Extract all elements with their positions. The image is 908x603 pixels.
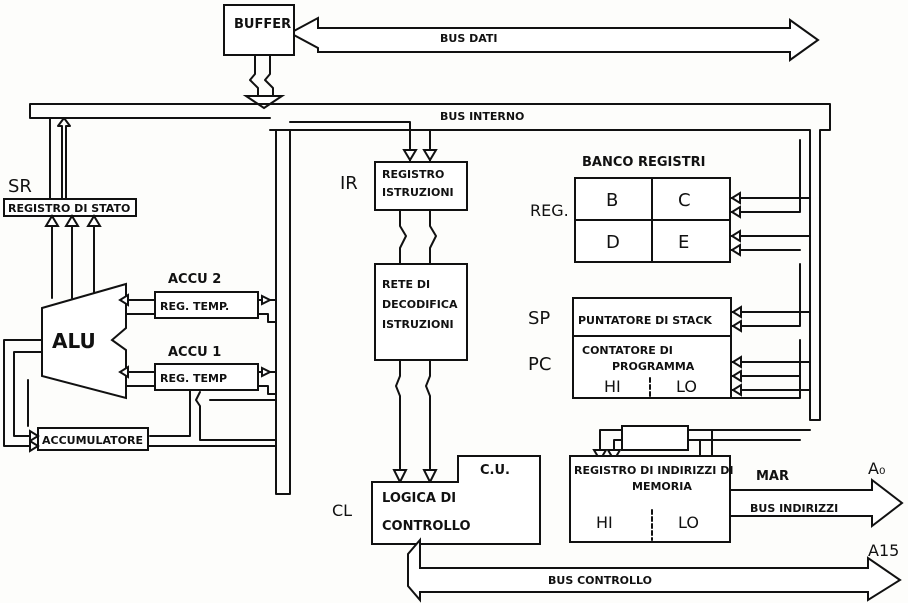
cu-label: C.U. [480,463,510,478]
registro-istruzioni-box [374,161,468,211]
reg-label: REG. [530,201,569,220]
reg-d: D [606,232,620,253]
accumulatore-links [3,339,277,447]
puntatore-label: PUNTATORE DI STACK [578,314,712,327]
flag-arrow-3 [86,214,102,227]
buffer-bus-link [249,55,274,101]
ir-in-arrow [402,149,418,162]
bus-controllo-label: BUS CONTROLLO [548,574,652,587]
reg-temp-2-links [125,299,277,323]
pc-arrow-2 [731,369,742,383]
sr-label: SR [8,176,32,197]
sp-arrow-2 [731,319,742,333]
reg-bc-arrow-1 [730,191,741,205]
reg-temp-1-links [125,371,277,395]
alu-block [41,282,127,400]
reg-temp-2-arrow-in [118,293,129,307]
accu1-label: ACCU 1 [168,345,221,360]
accu-loop [149,389,277,441]
mar-box [569,455,731,543]
registro-istruzioni-l2: ISTRUZIONI [382,186,454,199]
a15-label: A15 [868,541,899,560]
bus-indirizzi-label: BUS INDIRIZZI [750,502,838,515]
bus-trunk [275,129,291,495]
bus-indirizzi-arrow [729,477,904,529]
mar-box-l1: REGISTRO DI INDIRIZZI DI [574,464,733,477]
bus-dati-arrow [291,16,820,62]
pc-hi: HI [604,377,621,396]
sp-links [730,263,811,327]
reg-temp-1-arrow-out [261,366,273,378]
logica-l1: LOGICA DI [382,491,456,506]
flag-arrow-1 [44,214,60,227]
registro-di-stato-label: REGISTRO DI STATO [8,202,130,215]
registro-istruzioni-l1: REGISTRO [382,168,444,181]
sp-arrow-1 [731,305,742,319]
reg-de-arrow-2 [730,243,741,257]
rete-decodifica-box [374,263,468,361]
registro-di-stato-box [3,198,137,217]
reg-e: E [678,232,689,253]
reg-temp-1-box [154,363,259,391]
mar-label: MAR [756,469,789,484]
reg-de-arrow-1 [730,229,741,243]
rete-l2: DECODIFICA [382,298,458,311]
alu-label: ALU [52,329,96,353]
reg-temp-2-arrow-out [261,294,273,306]
mar-hi: HI [596,513,613,532]
ir-in-arrow-2 [422,149,438,162]
accumulatore-arrow-2 [29,429,40,443]
logica-l2: CONTROLLO [382,519,471,534]
pc-lo: LO [676,377,697,396]
register-bank-dividers [574,177,731,263]
ir-to-decoder [399,209,437,265]
decoder-arrow-2 [422,469,438,485]
a0-label: A₀ [868,459,885,478]
reg-temp-1-label: REG. TEMP [160,372,227,385]
pc-arrow-1 [731,355,742,369]
register-bank-links [729,139,811,251]
mar-bus-link [599,429,811,457]
buffer-label: BUFFER [234,17,291,32]
mar-top-latch [621,425,689,451]
sr-bus-link [49,117,71,199]
pc-label: PC [528,354,551,375]
pc-arrow-3 [731,383,742,397]
reg-temp-1-arrow-in [118,365,129,379]
sp-label: SP [528,308,550,329]
banco-registri-label: BANCO REGISTRI [582,155,705,170]
contatore-l1: CONTATORE DI [582,344,673,357]
accumulatore-arrow-1 [29,439,40,453]
flag-arrow-2 [64,214,80,227]
reg-bc-arrow-2 [730,205,741,219]
bus-interno [29,103,831,421]
reg-b: B [606,190,618,211]
reg-c: C [678,190,691,211]
contatore-l2: PROGRAMMA [612,360,695,373]
control-unit-box [371,455,541,545]
sp-pc-block [572,297,732,399]
rete-l1: RETE DI [382,278,430,291]
mar-box-l2: MEMORIA [632,480,692,493]
accumulatore-box [37,427,149,451]
rete-l3: ISTRUZIONI [382,318,454,331]
accumulatore-label: ACCUMULATORE [42,434,143,447]
pc-links [730,339,811,399]
buffer-link-arrowhead [242,95,286,110]
flag-arrows [51,221,95,299]
bus-controllo-arrow [407,537,902,603]
bus-dati-label: BUS DATI [440,32,497,45]
reg-temp-2-box [154,291,259,319]
reg-temp-2-label: REG. TEMP. [160,300,229,313]
decoder-arrow-1 [392,469,408,485]
buffer-box [223,4,295,56]
bus-interno-label: BUS INTERNO [440,110,524,123]
accu2-label: ACCU 2 [168,272,221,287]
mar-lo: LO [678,513,699,532]
decoder-to-control [395,359,431,479]
ir-label: IR [340,173,358,194]
cl-label: CL [332,501,352,520]
